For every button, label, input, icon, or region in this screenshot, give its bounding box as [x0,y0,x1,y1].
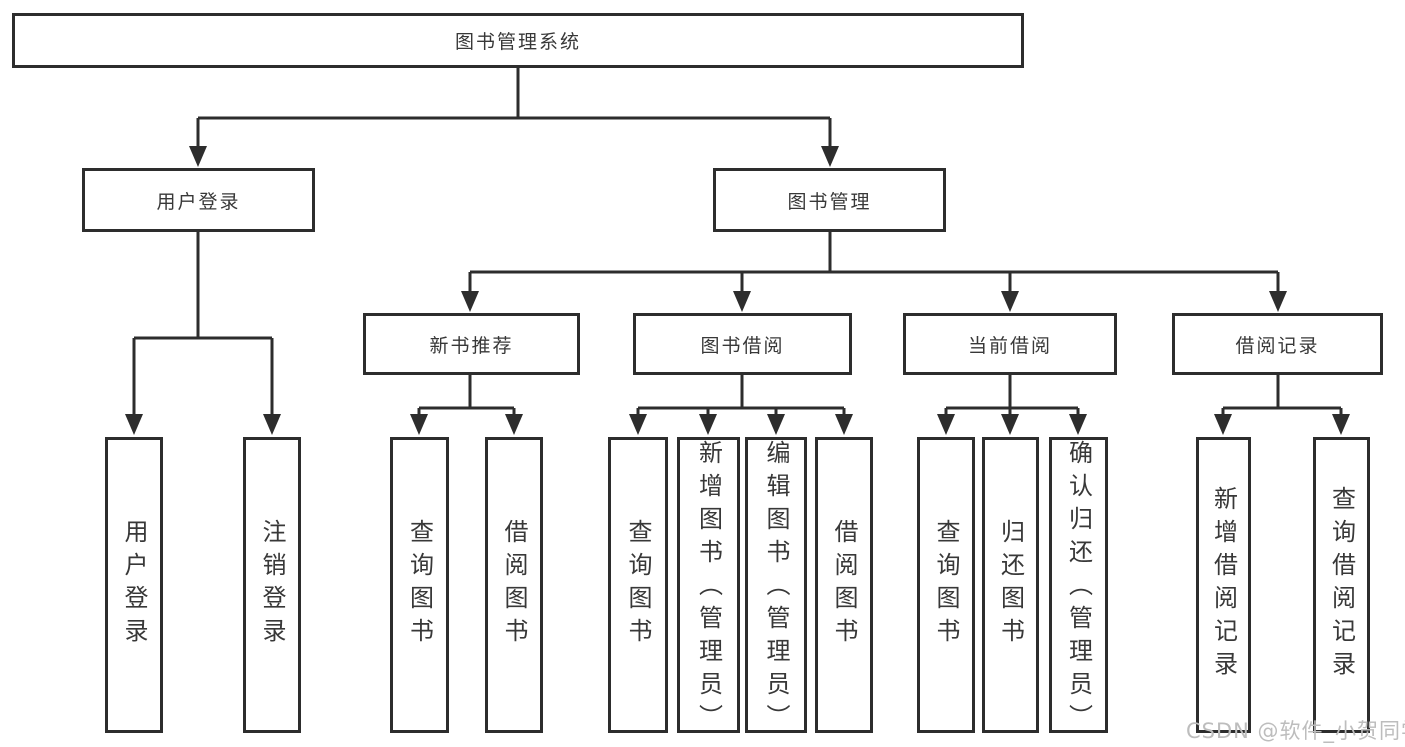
leaf-current-return-books: 归还图书 [982,437,1039,733]
node-library-management-system: 图书管理系统 [12,13,1024,68]
leaf-borrowing-add-books-admin: 新增图书（管理员） [677,437,740,737]
leaf-label: 确认归还（管理员） [1064,440,1093,737]
leaf-label: 归还图书 [996,519,1025,651]
leaf-label: 借阅图书 [830,519,858,651]
leaf-current-confirm-return-admin: 确认归还（管理员） [1049,437,1108,737]
node-user-login: 用户登录 [82,168,315,232]
arrowhead-down-icons [125,146,1350,435]
leaf-label: 查询图书 [932,519,960,651]
node-book-management: 图书管理 [713,168,946,232]
leaf-borrowing-borrow-books: 借阅图书 [815,437,873,733]
leaf-current-query-books: 查询图书 [917,437,975,733]
leaf-label: 编辑图书（管理员） [762,440,790,737]
leaf-label: 查询图书 [624,519,652,651]
node-borrowing-records: 借阅记录 [1172,313,1383,375]
node-new-book-recommend: 新书推荐 [363,313,580,375]
leaf-recommend-borrow-books: 借阅图书 [485,437,543,733]
leaf-recommend-query-books: 查询图书 [390,437,449,733]
leaf-records-add-borrow-record: 新增借阅记录 [1196,437,1251,733]
leaf-records-query-borrow-record: 查询借阅记录 [1313,437,1370,733]
leaf-user-login: 用户登录 [105,437,163,733]
node-current-borrowing: 当前借阅 [903,313,1117,375]
leaf-label: 用户登录 [120,519,148,651]
leaf-borrowing-edit-books-admin: 编辑图书（管理员） [745,437,807,737]
leaf-logout-login: 注销登录 [243,437,301,733]
leaf-label: 注销登录 [258,519,286,651]
leaf-label: 查询借阅记录 [1327,486,1356,684]
node-book-borrowing: 图书借阅 [633,313,852,375]
leaf-label: 借阅图书 [500,519,528,651]
leaf-label: 新增借阅记录 [1209,486,1238,684]
leaf-label: 查询图书 [405,519,434,651]
leaf-borrowing-query-books: 查询图书 [608,437,668,733]
csdn-watermark: CSDN @软件_小贺同学 [1186,719,1405,743]
leaf-label: 新增图书（管理员） [694,440,723,737]
